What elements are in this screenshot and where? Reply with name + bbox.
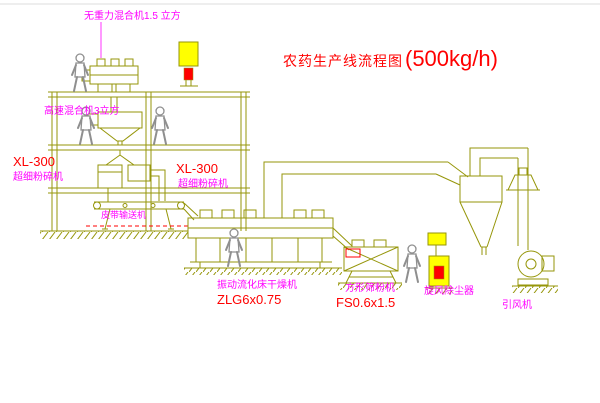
control-cabinet-2 [426, 232, 452, 294]
cabinet-indicator [433, 265, 445, 280]
label-cyclone: 旋风除尘器 [424, 286, 474, 297]
person-figure-dryer [225, 228, 243, 267]
high-speed-mixer [87, 97, 143, 145]
fan-motor [541, 255, 555, 272]
ground-hatching [426, 288, 452, 294]
label-belt-conveyor: 皮带输送机 [101, 210, 147, 220]
title-text: 农药生产线流程图 [283, 53, 403, 69]
control-cabinet-1 [178, 41, 199, 87]
label-fan: 引风机 [502, 300, 532, 311]
label-sifter-name: 方形筛粉机 [345, 283, 395, 294]
label-sifter-model: FS0.6x1.5 [336, 295, 396, 310]
cyclone-separator [459, 147, 528, 255]
square-sifter [338, 239, 402, 290]
person-figure-sifter [403, 244, 421, 283]
person-figure-roof [71, 53, 89, 92]
exhaust-duct [263, 161, 469, 218]
pulverizer [97, 150, 166, 202]
ground-hatching [184, 268, 342, 275]
label-gravity-mixer: 无重力混合机1.5 立方 [84, 11, 181, 22]
label-pulverizer-right-name: 超细粉碎机 [178, 179, 228, 190]
building-structure [40, 91, 250, 239]
gravity-mixer [81, 58, 139, 92]
ground-hatching [338, 283, 402, 290]
belt-conveyor [86, 201, 199, 230]
label-pulverizer-left-model: XL-300 [13, 154, 55, 169]
label-dryer-name: 振动流化床干燥机 [217, 280, 297, 291]
ground-hatching [512, 286, 558, 293]
label-pulverizer-left-name: 超细粉碎机 [13, 172, 63, 183]
cabinet-indicator [183, 67, 194, 81]
fluid-bed-dryer [184, 209, 353, 275]
ground-hatching [40, 231, 188, 239]
rain-cap [506, 174, 540, 191]
diagram-title: 农药生产线流程图 (500kg/h) [283, 47, 498, 70]
label-pulverizer-right-model: XL-300 [176, 161, 218, 176]
induced-draft-fan [512, 250, 558, 293]
person-figure-floor2-right [151, 106, 169, 145]
title-capacity: (500kg/h) [405, 46, 498, 71]
label-dryer-model: ZLG6x0.75 [217, 292, 282, 307]
label-high-speed-mixer: 高速混合机3立方 [44, 106, 120, 117]
exhaust-stack [506, 148, 540, 250]
red-marking [345, 248, 361, 258]
